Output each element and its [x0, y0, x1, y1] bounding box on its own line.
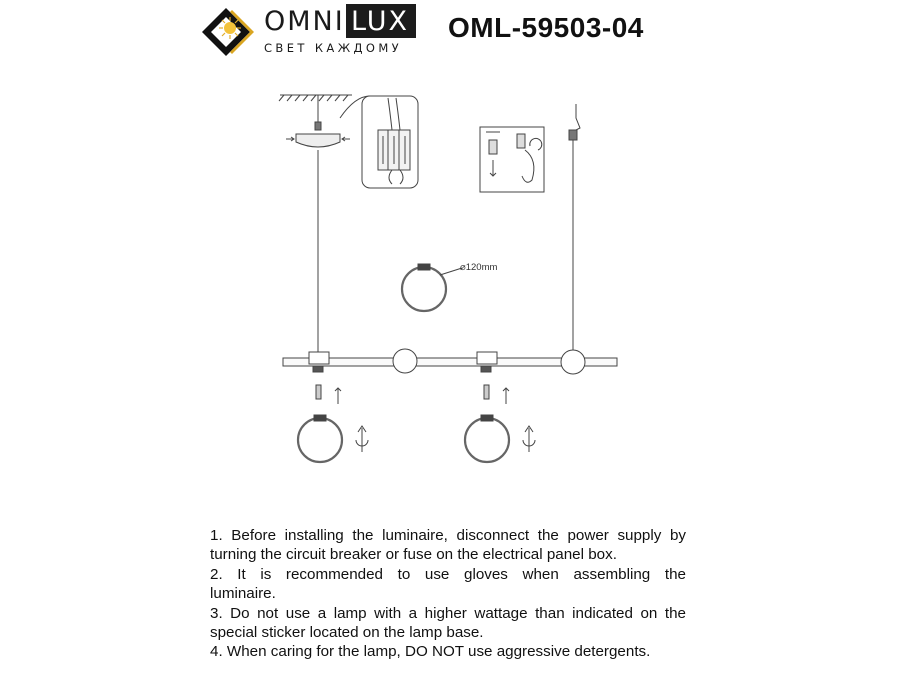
instruction-line: luminaire. [210, 585, 276, 603]
instructions-text: 1. Before installing the luminaire, disc… [210, 526, 686, 662]
brand-lux-box [346, 4, 416, 38]
bulb-replacement-detail [479, 126, 545, 193]
header: OMNI LUX СВЕТ КАЖДОМУ OML-59503-04 [0, 0, 900, 60]
instruction-line: 2. It is recommended to use gloves when … [210, 565, 686, 583]
ring-shade [296, 414, 536, 464]
instruction-line: turning the circuit breaker or fuse on t… [210, 546, 617, 564]
diameter-label: ⌀120mm [460, 262, 498, 273]
model-number: OML-59503-04 [448, 12, 644, 43]
horizontal-bar [282, 348, 618, 375]
ring-shade-dimension [400, 263, 463, 313]
suspension-cable-right [568, 104, 581, 350]
instruction-line: 4. When caring for the lamp, DO NOT use … [210, 643, 651, 661]
brand-slogan: СВЕТ КАЖДОМУ [264, 41, 403, 55]
bulb-icon [315, 384, 510, 404]
installation-diagram [278, 94, 618, 464]
instruction-line: 3. Do not use a lamp with a higher watta… [210, 604, 686, 622]
omnilux-logo-icon [202, 8, 254, 56]
wiring-detail [339, 95, 419, 189]
instruction-line: special sticker located on the lamp base… [210, 624, 484, 642]
brand-name-lux: LUX [351, 6, 409, 37]
brand-name-omni: OMNI [264, 6, 345, 37]
ceiling-mount [278, 94, 352, 148]
instruction-line: 1. Before installing the luminaire, disc… [210, 527, 686, 544]
